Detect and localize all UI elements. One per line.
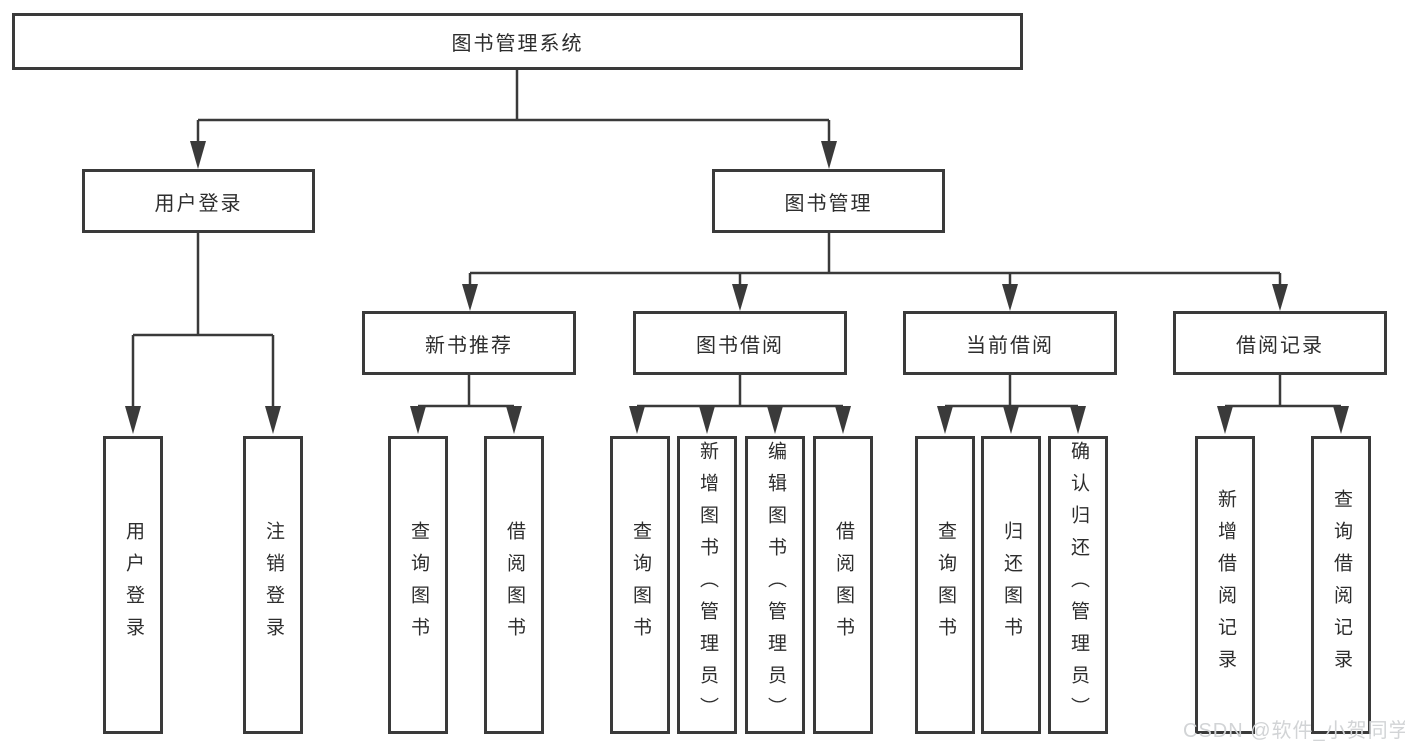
leaf-edit-book-admin: 编辑图书（管理员） — [745, 436, 805, 734]
node-borrow-records: 借阅记录 — [1173, 311, 1387, 375]
leaf-query-book-2: 查询图书 — [610, 436, 670, 734]
csdn-watermark: CSDN @软件_小贺同学 — [1183, 720, 1405, 742]
node-book-management: 图书管理 — [712, 169, 945, 233]
node-current-borrow: 当前借阅 — [903, 311, 1117, 375]
leaf-query-book-1: 查询图书 — [388, 436, 448, 734]
node-user-login: 用户登录 — [82, 169, 315, 233]
leaf-add-book-admin: 新增图书（管理员） — [677, 436, 737, 734]
leaf-add-borrow-record: 新增借阅记录 — [1195, 436, 1255, 734]
leaf-borrow-book-2: 借阅图书 — [813, 436, 873, 734]
leaf-confirm-return-admin: 确认归还（管理员） — [1048, 436, 1108, 734]
leaf-borrow-book-1: 借阅图书 — [484, 436, 544, 734]
leaf-query-book-3: 查询图书 — [915, 436, 975, 734]
node-book-borrow: 图书借阅 — [633, 311, 847, 375]
node-root: 图书管理系统 — [12, 13, 1023, 70]
leaf-query-borrow-record: 查询借阅记录 — [1311, 436, 1371, 734]
node-new-book-recommend: 新书推荐 — [362, 311, 576, 375]
leaf-logout: 注销登录 — [243, 436, 303, 734]
leaf-user-login: 用户登录 — [103, 436, 163, 734]
leaf-return-book: 归还图书 — [981, 436, 1041, 734]
